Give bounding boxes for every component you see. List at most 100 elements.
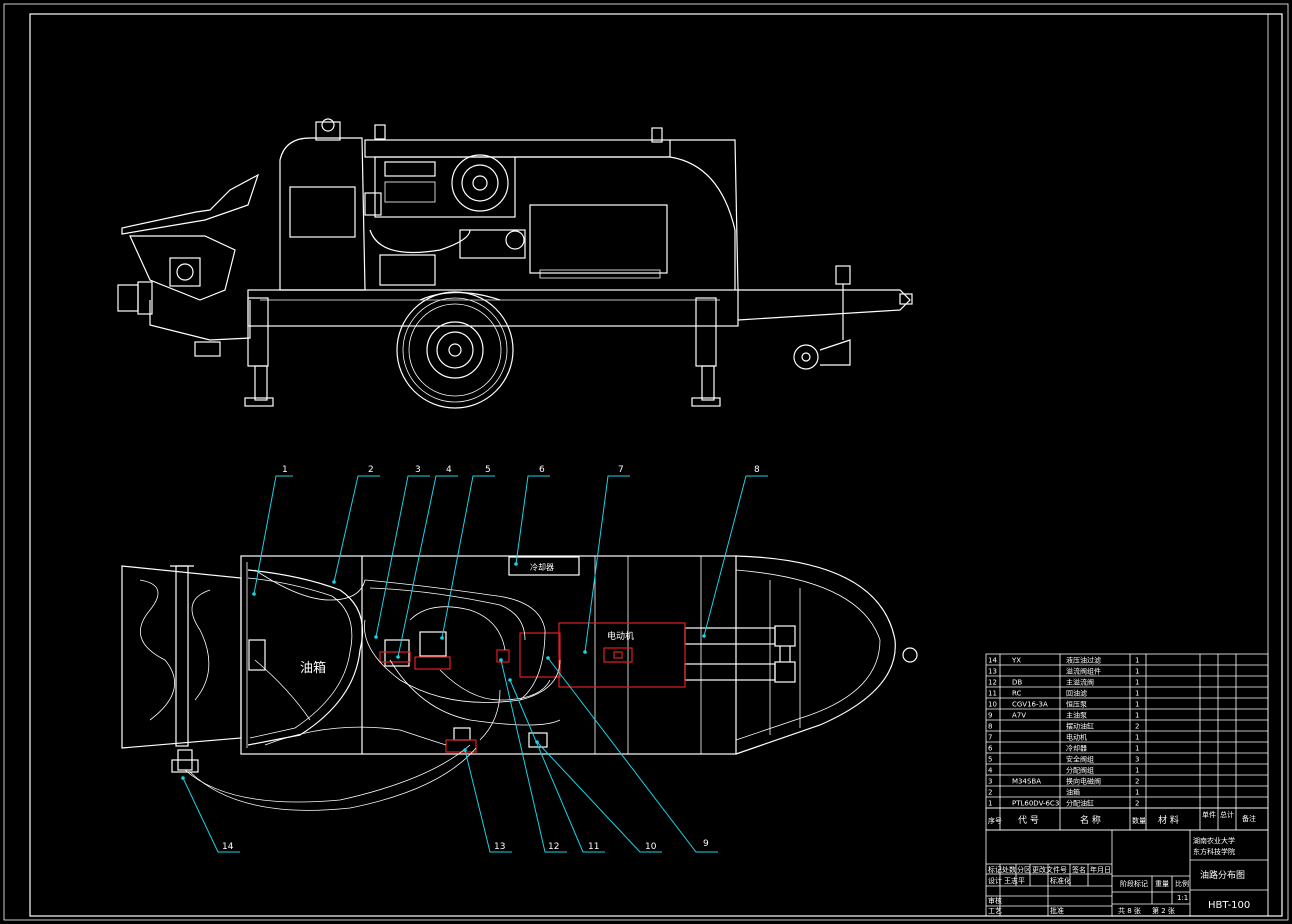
bom-row-qty: 1 <box>1135 668 1139 676</box>
bom-row-qty: 1 <box>1135 690 1139 698</box>
bom-header-total-weight: 总计 <box>1220 810 1234 819</box>
bom-row-no: 11 <box>988 690 997 698</box>
bom-row-qty: 1 <box>1135 789 1139 797</box>
bom-row-no: 2 <box>988 789 992 797</box>
bom-row-code: RC <box>1012 690 1022 698</box>
tb-sign: 签名 <box>1072 865 1086 874</box>
callout-5: 5 <box>485 465 491 475</box>
bom-row-name: 摆动油缸 <box>1066 722 1094 731</box>
bom-header-code: 代 号 <box>1018 815 1039 826</box>
bom-row-no: 13 <box>988 668 997 676</box>
bom-row-code: DB <box>1012 679 1022 687</box>
tb-design: 设计 <box>988 876 1002 885</box>
tb-approve: 批准 <box>1050 906 1064 915</box>
bom-header-name: 名 称 <box>1080 814 1101 826</box>
callout-13: 13 <box>494 842 505 852</box>
tb-designer: 王志平 <box>1004 876 1025 885</box>
bom-row-no: 4 <box>988 767 993 775</box>
tb-date: 年月日 <box>1090 865 1111 874</box>
bom-header-qty: 数量 <box>1132 816 1146 825</box>
bom-header-unit-weight: 单件 <box>1202 810 1216 819</box>
tb-standard: 标准化 <box>1050 876 1071 885</box>
bom-row-no: 14 <box>988 657 997 665</box>
bom-row-qty: 1 <box>1135 701 1139 709</box>
bom-row-name: 换向电磁阀 <box>1066 777 1101 786</box>
tb-stage-mark: 阶段标记 <box>1120 879 1148 888</box>
bom-row-qty: 2 <box>1135 723 1139 731</box>
bom-row-qty: 3 <box>1135 756 1139 764</box>
bom-row-no: 1 <box>988 800 992 808</box>
drawing-frame <box>3 3 1289 921</box>
tb-sheets-total: 共 8 张 <box>1118 906 1141 915</box>
bom-row-code: YX <box>1011 657 1021 665</box>
school-line-2: 东方科技学院 <box>1193 847 1235 856</box>
callout-3: 3 <box>415 465 421 475</box>
tb-review: 审核 <box>988 896 1002 905</box>
bom-row-name: 液压油过滤 <box>1066 656 1101 665</box>
bom-row-no: 6 <box>988 745 993 753</box>
drawing-title: 油路分布图 <box>1200 869 1245 881</box>
callout-6: 6 <box>539 465 545 475</box>
tb-count: 处数 <box>1002 865 1016 874</box>
bom-row-name: 主溢流阀 <box>1066 678 1094 687</box>
bom-row-code: A7V <box>1012 712 1026 720</box>
cooler-label: 冷却器 <box>530 562 554 572</box>
callout-numbers: 1 2 3 4 5 6 7 8 9 10 11 12 13 14 <box>222 465 760 852</box>
bom-row-name: 分配阀组 <box>1066 766 1094 775</box>
hydraulic-plan-view <box>121 555 918 811</box>
bom-row-code: M34SBA <box>1012 778 1041 786</box>
tank-label: 油箱 <box>300 660 326 676</box>
bom-header-remark: 备注 <box>1242 814 1256 823</box>
tb-scale: 比例 <box>1175 879 1189 888</box>
bom-row-code: PTL60DV-6C3 <box>1012 800 1059 808</box>
bom-row-no: 10 <box>988 701 997 709</box>
bom-row-no: 7 <box>988 734 992 742</box>
callout-10: 10 <box>645 842 657 852</box>
tb-sheet-no: 第 2 张 <box>1152 906 1175 915</box>
school-line-1: 湖南农业大学 <box>1193 836 1235 845</box>
bom-row-name: 主油泵 <box>1066 711 1087 720</box>
bom-row-no: 12 <box>988 679 997 687</box>
bom-row-no: 8 <box>988 723 992 731</box>
bom-row-name: 分配油缸 <box>1066 799 1094 808</box>
bom-row-name: 电动机 <box>1066 733 1087 742</box>
callout-7: 7 <box>618 465 624 475</box>
bom-row-qty: 1 <box>1135 745 1139 753</box>
bom-row-name: 冷却器 <box>1066 744 1087 753</box>
callout-2: 2 <box>368 465 374 475</box>
tb-change-doc: 更改文件号 <box>1032 865 1067 874</box>
bom-row-qty: 2 <box>1135 800 1139 808</box>
callout-12: 12 <box>548 842 559 852</box>
callout-14: 14 <box>222 842 234 852</box>
bom-row-qty: 2 <box>1135 778 1139 786</box>
bom-row-no: 5 <box>988 756 992 764</box>
side-elevation-view <box>117 118 913 409</box>
bom-header: 序号 代 号 名 称 数量 材 料 单件 总计 备注 <box>985 807 1269 831</box>
callout-4: 4 <box>446 465 452 475</box>
bom-header-no: 序号 <box>988 816 1002 825</box>
bom-row-name: 溢流阀组件 <box>1066 667 1101 676</box>
callout-9: 9 <box>703 839 709 849</box>
callout-11: 11 <box>588 842 599 852</box>
bom-row-qty: 1 <box>1135 712 1139 720</box>
bom-row-name: 回油滤 <box>1066 689 1087 698</box>
bom-row-qty: 1 <box>1135 767 1139 775</box>
bom-row-qty: 1 <box>1135 679 1139 687</box>
bom-row-qty: 1 <box>1135 657 1139 665</box>
tb-zone: 分区 <box>1017 865 1031 874</box>
callout-8: 8 <box>754 465 760 475</box>
tb-mark: 标记 <box>988 865 1002 874</box>
title-block: 湖南农业大学 东方科技学院 油路分布图 HBT-100 标记 处数 分区 更改文… <box>985 829 1269 917</box>
bom-row-code: CGV16-3A <box>1012 701 1048 709</box>
callout-1: 1 <box>282 465 288 475</box>
bom-row-name: 恒压泵 <box>1066 700 1087 709</box>
bom-row-name: 安全阀组 <box>1066 755 1094 764</box>
bom-row-name: 油箱 <box>1066 788 1080 797</box>
bom-header-material: 材 料 <box>1158 814 1179 826</box>
bom-row-qty: 1 <box>1135 734 1139 742</box>
bom-row-no: 3 <box>988 778 992 786</box>
motor-label: 电动机 <box>607 630 634 642</box>
tb-weight: 重量 <box>1155 880 1169 888</box>
tb-craft: 工艺 <box>988 907 1002 915</box>
